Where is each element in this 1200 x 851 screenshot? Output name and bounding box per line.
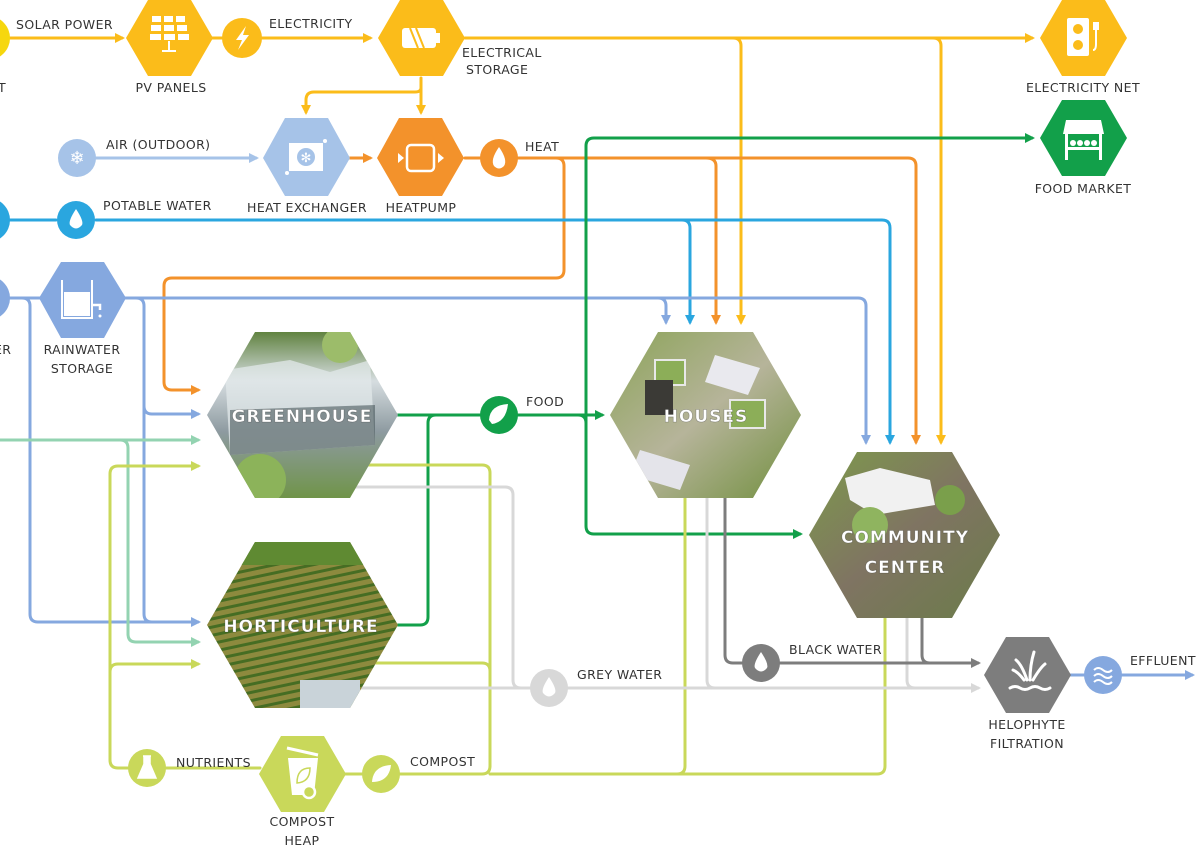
potable-water-source-icon: [0, 201, 10, 239]
flow-food-to-community: [576, 413, 803, 539]
flow-food-to-market: [584, 133, 1035, 425]
electrical-storage-label-line1: ELECTRICAL: [462, 45, 542, 60]
heatpump-label: HEATPUMP: [385, 200, 457, 215]
heat-exchanger-label: HEAT EXCHANGER: [247, 200, 367, 215]
community-center-title-line2: CENTER: [865, 558, 946, 578]
electrical-storage-node: [378, 0, 465, 76]
flow-label-electricity: ELECTRICITY: [269, 16, 353, 31]
horticulture-title: HORTICULTURE: [223, 617, 378, 637]
flow-electricity-to-houses: [731, 36, 746, 325]
flow-potable-to-community: [680, 218, 895, 445]
helophyte-filtration-label-line2: FILTRATION: [989, 736, 1065, 751]
compost-heap-node: [259, 736, 346, 812]
flow-houses-black: [723, 496, 744, 665]
community-center-title-line1: COMMUNITY: [841, 528, 969, 548]
helophyte-filtration-node: [984, 637, 1071, 713]
helophyte-filtration-label-line1: HELOPHYTE: [988, 717, 1066, 732]
flow-label-heat: HEAT: [525, 139, 560, 154]
flow-community-grey: [905, 616, 917, 690]
sunlight-source-icon: [0, 19, 10, 57]
rainwater-storage-node: [39, 262, 126, 338]
food-market-label: FOOD MARKET: [1034, 181, 1132, 196]
flow-label-grey-water: GREY WATER: [577, 667, 663, 682]
flow-rain-to-greenhouse: [134, 296, 201, 419]
flow-rain-to-community: [656, 296, 871, 445]
flow-horti-to-food: [396, 413, 482, 627]
electrical-storage-label-line2: STORAGE: [466, 62, 529, 77]
food-market-node: [1040, 100, 1127, 176]
greenhouse-title: GREENHOUSE: [232, 407, 373, 427]
electricity-net-node: [1040, 0, 1127, 76]
flow-rain-to-horticulture: [142, 404, 201, 627]
flow-houses-to-compost: [488, 496, 687, 776]
air-outdoor-icon: [58, 139, 96, 177]
heat-exchanger-node: ✻: [263, 118, 350, 196]
svg-text:❄: ❄: [69, 148, 84, 169]
compost-heap-label-line2: HEAP: [284, 833, 320, 848]
flow-electricity-to-community: [931, 36, 946, 445]
flow-label-food: FOOD: [526, 394, 565, 409]
flow-houses-grey: [705, 496, 717, 690]
compost-heap-label-line1: COMPOST: [269, 814, 335, 829]
flow-nutrients-to-horticulture: [108, 659, 201, 674]
rainwater-storage-label-line1: RAINWATER: [43, 342, 121, 357]
battery-icon: [402, 27, 440, 49]
flow-label-effluent: EFFLUENT: [1130, 653, 1196, 668]
flow-label-compost: COMPOST: [410, 754, 476, 769]
flow-greenhouse-grey: [353, 485, 532, 690]
houses-title: HOUSES: [664, 407, 749, 427]
fan-icon: ✻: [285, 139, 327, 175]
bolt-glyph: [236, 26, 249, 50]
water-source-label-partial: ER: [0, 342, 12, 357]
flow-potable-to-houses: [94, 218, 695, 325]
solar-panel-icon: [150, 16, 189, 52]
flow-storage-to-exchanger: [301, 86, 423, 115]
electricity-net-label: ELECTRICITY NET: [1025, 80, 1141, 95]
pv-panels-node: [126, 0, 213, 76]
svg-text:✻: ✻: [301, 151, 312, 166]
rainwater-source-icon: [0, 279, 10, 317]
market-stall-icon: [1063, 120, 1104, 160]
water-tank-icon: [61, 280, 102, 319]
sunlight-label-partial: T: [0, 80, 7, 95]
flow-greenhouse-to-compost: [353, 463, 492, 776]
pv-panels-label: PV PANELS: [135, 80, 207, 95]
compost-bin-icon: [286, 746, 319, 800]
flow-community-black: [920, 616, 932, 665]
flow-label-air-outdoor: AIR (OUTDOOR): [106, 137, 211, 152]
power-outlet-icon: [1067, 18, 1099, 56]
flow-nutrients-to-greenhouse: [108, 461, 201, 770]
flow-rainwater-direct-horticulture: [20, 296, 154, 624]
flow-heat-to-greenhouse: [162, 156, 566, 395]
flow-community-to-compost: [675, 616, 887, 776]
flow-label-potable-water: POTABLE WATER: [103, 198, 212, 213]
rainwater-storage-label-line2: STORAGE: [50, 361, 114, 376]
flow-heat-to-community: [704, 156, 921, 445]
heatpump-icon: [398, 143, 444, 173]
flow-label-nutrients: NUTRIENTS: [176, 755, 251, 770]
flow-horti-to-compost: [353, 661, 492, 768]
flow-label-black-water: BLACK WATER: [789, 642, 882, 657]
flow-label-solar-power: SOLAR POWER: [16, 17, 113, 32]
flow-mint-to-horticulture: [118, 438, 201, 647]
heatpump-node: [377, 118, 464, 196]
reed-plant-icon: [1008, 650, 1052, 691]
